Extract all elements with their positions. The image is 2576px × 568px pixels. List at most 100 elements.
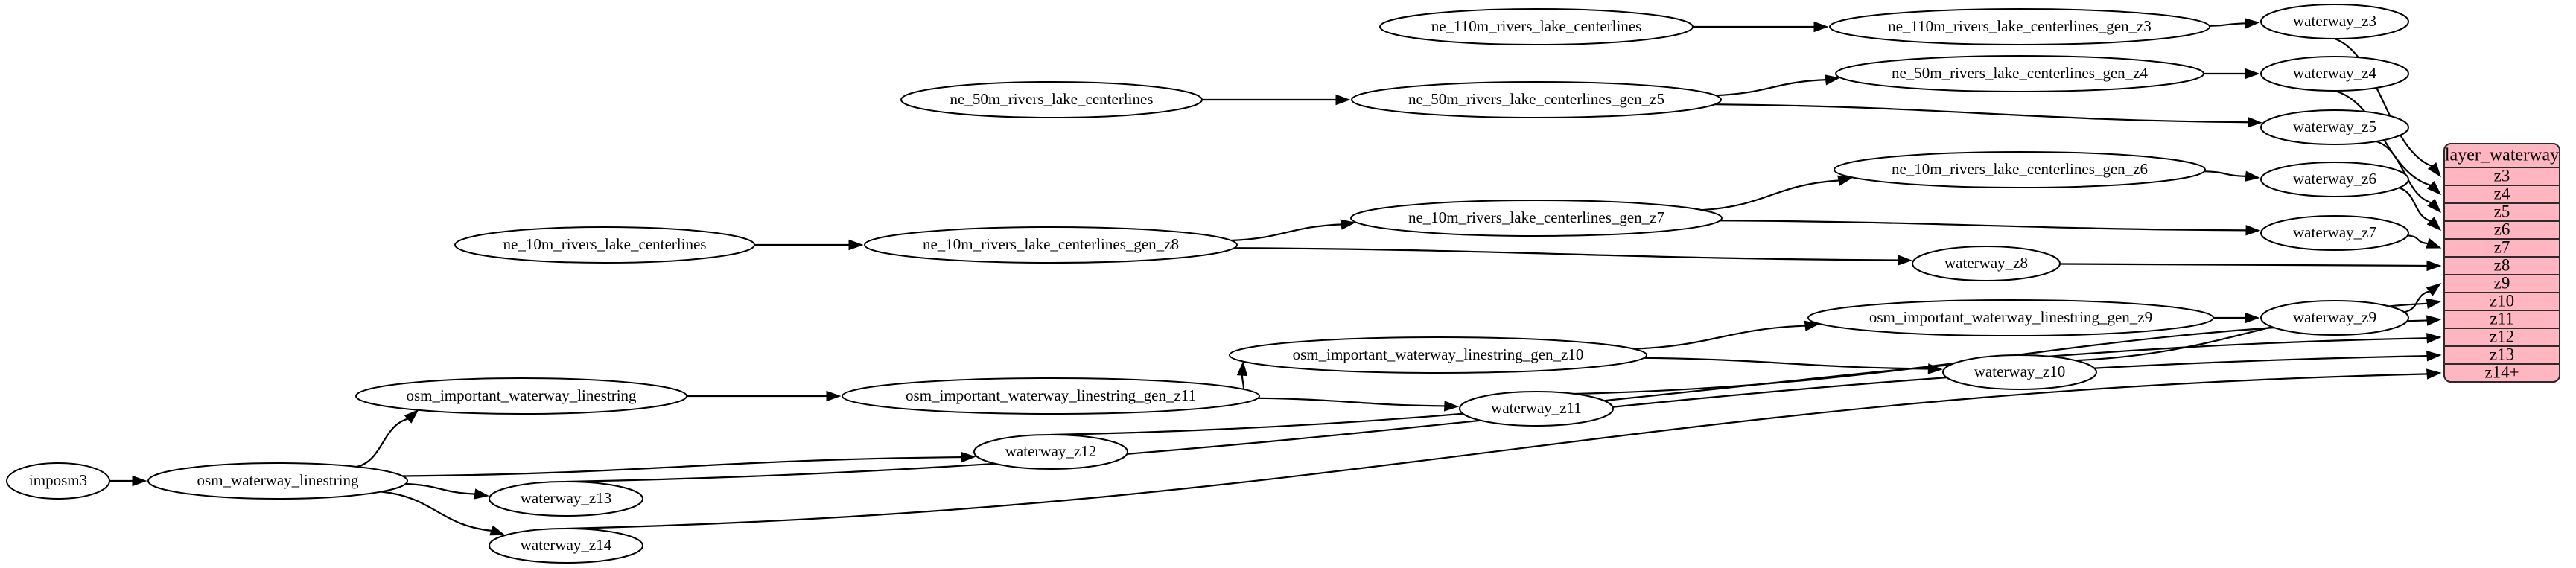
- layer-waterway-row-label: z11: [2490, 309, 2513, 328]
- graph-node-label: osm_important_waterway_linestring_gen_z1…: [1293, 345, 1584, 363]
- layer-waterway-row-z12[interactable]: z12: [2443, 327, 2560, 347]
- graph-node-label: waterway_z4: [2293, 64, 2376, 82]
- graph-edge-ne_10m_rivers_lake_centerlines_gen_z7-to-ne_10m_rivers_lake_centerlines_gen_z6: [1702, 175, 1854, 211]
- layer-waterway-row-z11[interactable]: z11: [2443, 309, 2560, 329]
- graph-edge-waterway_z7-to-layer_z7: [2407, 234, 2442, 249]
- graph-node-imposm3[interactable]: imposm3: [6, 462, 110, 500]
- graph-node-osm_important_waterway_linestring_gen_z10[interactable]: osm_important_waterway_linestring_gen_z1…: [1229, 336, 1647, 374]
- graph-node-ne_10m_rivers_lake_centerlines[interactable]: ne_10m_rivers_lake_centerlines: [454, 226, 755, 264]
- graph-edge-waterway_z3-to-layer_z3: [2334, 37, 2441, 178]
- graph-node-waterway_z11[interactable]: waterway_z11: [1459, 391, 1614, 427]
- layer-waterway-row-label: z10: [2490, 291, 2514, 310]
- graph-node-label: imposm3: [29, 471, 87, 489]
- graph-edge-ne_10m_rivers_lake_centerlines_gen_z8-to-waterway_z8: [1234, 247, 1913, 266]
- graph-edge-waterway_z9-to-layer_z9: [2404, 283, 2442, 313]
- svg-text:layer_waterway: layer_waterway: [2445, 146, 2559, 165]
- graph-node-waterway_z7[interactable]: waterway_z7: [2260, 215, 2409, 251]
- layer-waterway-row-label: z6: [2494, 220, 2510, 238]
- graph-node-waterway_z12[interactable]: waterway_z12: [973, 434, 1128, 470]
- layer-waterway-table-header: layer_waterway: [2445, 146, 2559, 165]
- layer-waterway-row-label: z3: [2494, 166, 2510, 185]
- layer-waterway-row-z8[interactable]: z8: [2443, 255, 2560, 275]
- graph-node-osm_important_waterway_linestring[interactable]: osm_important_waterway_linestring: [355, 377, 687, 415]
- graph-edge-ne_50m_rivers_lake_centerlines-to-ne_50m_rivers_lake_centerlines_gen_z5: [1202, 94, 1351, 106]
- graph-node-ne_10m_rivers_lake_centerlines_gen_z7[interactable]: ne_10m_rivers_lake_centerlines_gen_z7: [1350, 200, 1723, 237]
- graph-edge-waterway_z5-to-layer_z5: [2376, 140, 2442, 214]
- layer-waterway-row-label: z7: [2494, 237, 2510, 256]
- graph-node-label: ne_10m_rivers_lake_centerlines_gen_z6: [1892, 160, 2148, 178]
- graph-edge-osm_waterway_linestring-to-waterway_z13: [405, 482, 490, 500]
- layer-waterway-row-z7[interactable]: z7: [2443, 237, 2560, 258]
- graph-edge-osm_important_waterway_linestring_gen_z11-to-waterway_z11: [1258, 397, 1460, 412]
- graph-node-label: waterway_z5: [2293, 118, 2376, 135]
- graph-edge-osm_important_waterway_linestring-to-osm_important_waterway_linestring_gen_z11: [687, 390, 842, 402]
- layer-waterway-row-z13[interactable]: z13: [2443, 345, 2560, 365]
- graph-node-label: ne_10m_rivers_lake_centerlines: [503, 235, 707, 253]
- nodes-layer: imposm3 osm_waterway_linestring osm_import…: [6, 4, 2409, 564]
- graph-node-ne_50m_rivers_lake_centerlines_gen_z5[interactable]: ne_50m_rivers_lake_centerlines_gen_z5: [1351, 81, 1722, 118]
- graph-node-ne_50m_rivers_lake_centerlines_gen_z4[interactable]: ne_50m_rivers_lake_centerlines_gen_z4: [1835, 55, 2204, 92]
- graph-edge-ne_50m_rivers_lake_centerlines_gen_z5-to-waterway_z5: [1714, 103, 2263, 128]
- graph-node-label: ne_50m_rivers_lake_centerlines: [950, 90, 1154, 108]
- graph-node-label: waterway_z8: [1944, 254, 2028, 272]
- graph-node-waterway_z4[interactable]: waterway_z4: [2260, 56, 2409, 92]
- graph-edge-ne_10m_rivers_lake_centerlines_gen_z8-to-ne_10m_rivers_lake_centerlines_gen_z7: [1231, 219, 1356, 242]
- graph-edge-osm_waterway_linestring-to-waterway_z14: [381, 491, 506, 536]
- graph-edge-waterway_z14-to-layer_z14: [565, 368, 2442, 530]
- layer-waterway-row-z3[interactable]: z3: [2443, 166, 2560, 186]
- graph-node-ne_110m_rivers_lake_centerlines_gen_z3[interactable]: ne_110m_rivers_lake_centerlines_gen_z3: [1829, 8, 2210, 45]
- graph-node-waterway_z10[interactable]: waterway_z10: [1942, 354, 2097, 390]
- graph-node-label: waterway_z7: [2293, 223, 2376, 241]
- graph-node-label: waterway_z14: [521, 536, 612, 554]
- graph-node-waterway_z5[interactable]: waterway_z5: [2260, 109, 2409, 145]
- graph-node-waterway_z13[interactable]: waterway_z13: [489, 481, 643, 517]
- graph-edge-imposm3-to-osm_waterway_linestring: [109, 475, 147, 487]
- layer-waterway-row-z10[interactable]: z10: [2443, 291, 2560, 311]
- graph-node-waterway_z6[interactable]: waterway_z6: [2260, 162, 2409, 197]
- graph-node-osm_important_waterway_linestring_gen_z9[interactable]: osm_important_waterway_linestring_gen_z9: [1807, 299, 2214, 336]
- graph-edge-osm_important_waterway_linestring_gen_z10-to-osm_important_waterway_linestring_gen_z9: [1633, 320, 1820, 350]
- graph-edge-ne_10m_rivers_lake_centerlines_gen_z7-to-waterway_z7: [1720, 220, 2261, 236]
- graph-node-label: ne_10m_rivers_lake_centerlines_gen_z8: [923, 235, 1179, 253]
- layer-waterway-row-z4[interactable]: z4: [2443, 184, 2560, 204]
- graph-edge-osm_important_waterway_linestring_gen_z11-to-osm_important_waterway_linestring_gen_z10: [1236, 360, 1248, 390]
- layer-waterway-row-label: z13: [2490, 345, 2514, 363]
- graph-node-label: ne_50m_rivers_lake_centerlines_gen_z4: [1892, 64, 2149, 82]
- graph-node-ne_10m_rivers_lake_centerlines_gen_z8[interactable]: ne_10m_rivers_lake_centerlines_gen_z8: [864, 226, 1238, 264]
- graph-node-ne_50m_rivers_lake_centerlines[interactable]: ne_50m_rivers_lake_centerlines: [900, 81, 1203, 118]
- legend-layer: layer_waterwayz3z4z5z6z7z8z9z10z11z12z13…: [2443, 143, 2560, 383]
- graph-node-waterway_z9[interactable]: waterway_z9: [2260, 300, 2409, 336]
- graph-node-label: ne_50m_rivers_lake_centerlines_gen_z5: [1408, 90, 1664, 108]
- layer-waterway-row-label: z5: [2494, 202, 2510, 220]
- layer-waterway-row-z5[interactable]: z5: [2443, 202, 2560, 222]
- graph-edge-waterway_z12-to-layer_z12: [1050, 333, 2442, 436]
- graph-node-label: waterway_z11: [1491, 399, 1582, 417]
- layer-waterway-row-z14plus[interactable]: z14+: [2443, 363, 2560, 383]
- graph-node-waterway_z3[interactable]: waterway_z3: [2260, 4, 2409, 39]
- graph-node-label: osm_important_waterway_linestring: [406, 386, 637, 404]
- graph-node-label: osm_waterway_linestring: [197, 471, 359, 489]
- graph-edge-ne_10m_rivers_lake_centerlines_gen_z6-to-waterway_z6: [2204, 170, 2260, 182]
- graph-edge-ne_50m_rivers_lake_centerlines_gen_z5-to-ne_50m_rivers_lake_centerlines_gen_z4: [1715, 74, 1840, 97]
- layer-waterway-row-z9[interactable]: z9: [2443, 273, 2560, 293]
- layer-waterway-table[interactable]: layer_waterwayz3z4z5z6z7z8z9z10z11z12z13…: [2443, 143, 2560, 383]
- graph-node-label: waterway_z6: [2293, 170, 2376, 188]
- layer-waterway-row-label: z14+: [2484, 363, 2519, 381]
- graph-node-waterway_z8[interactable]: waterway_z8: [1912, 246, 2061, 281]
- layer-waterway-row-z6[interactable]: z6: [2443, 220, 2560, 240]
- graph-node-label: waterway_z13: [521, 489, 611, 507]
- graph-edge-osm_important_waterway_linestring_gen_z10-to-waterway_z10: [1644, 357, 1943, 374]
- graph-node-osm_important_waterway_linestring_gen_z11[interactable]: osm_important_waterway_linestring_gen_z1…: [842, 377, 1260, 415]
- graph-node-ne_10m_rivers_lake_centerlines_gen_z6[interactable]: ne_10m_rivers_lake_centerlines_gen_z6: [1834, 151, 2206, 188]
- layer-waterway-row-label: z8: [2494, 255, 2510, 274]
- graph-node-waterway_z14[interactable]: waterway_z14: [489, 528, 643, 564]
- graph-edge-waterway_z8-to-layer_z8: [2059, 260, 2442, 272]
- graph-edge-osm_important_waterway_linestring_gen_z9-to-waterway_z9: [2213, 312, 2260, 324]
- graph-node-osm_waterway_linestring[interactable]: osm_waterway_linestring: [147, 462, 408, 500]
- graph-node-ne_110m_rivers_lake_centerlines[interactable]: ne_110m_rivers_lake_centerlines: [1379, 8, 1694, 45]
- graph-node-label: waterway_z10: [1974, 363, 2065, 380]
- graph-edge-ne_10m_rivers_lake_centerlines-to-ne_10m_rivers_lake_centerlines_gen_z8: [754, 239, 864, 251]
- graph-node-label: ne_110m_rivers_lake_centerlines: [1431, 17, 1642, 35]
